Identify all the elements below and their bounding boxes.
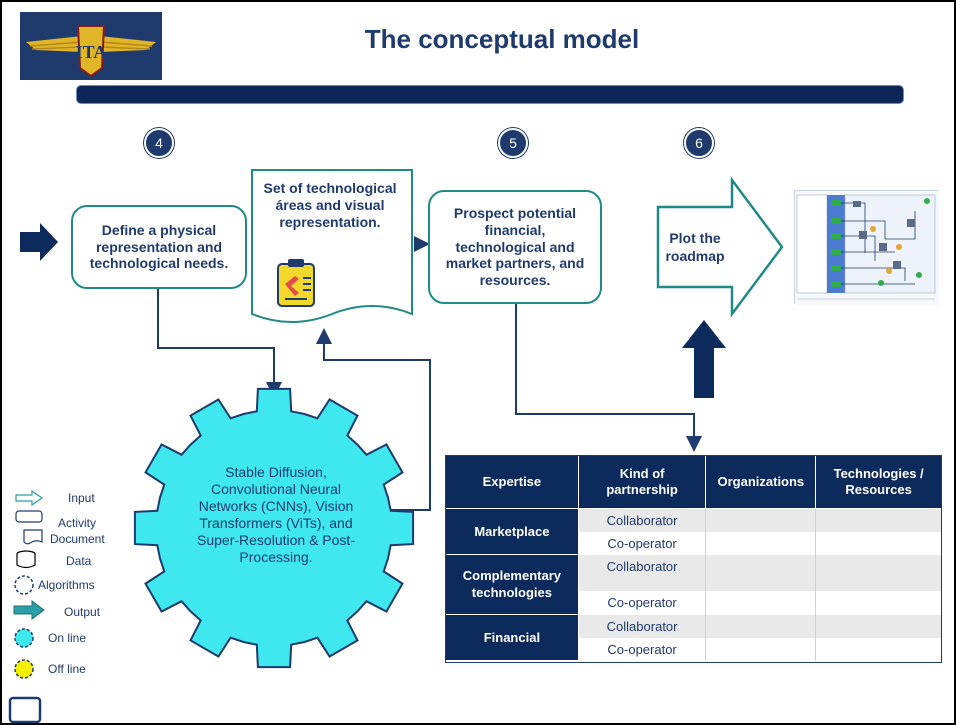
title-divider-bar — [76, 85, 904, 104]
partnership-table: Expertise Kind of partnership Organizati… — [445, 455, 942, 661]
table-cell-kind: Co-operator — [577, 531, 706, 555]
table-cell-kind: Co-operator — [577, 637, 706, 661]
table-row: Financial Collaborator — [445, 614, 942, 661]
roadmap-thumbnail — [794, 190, 939, 305]
table-header-kind: Kind of partnership — [577, 455, 707, 509]
legend-data-icon — [16, 550, 36, 569]
table-header-organizations: Organizations — [705, 455, 817, 509]
table-cell-empty — [815, 590, 942, 615]
legend-input-label: Input — [68, 491, 95, 505]
table-group-marketplace: Marketplace — [445, 508, 579, 555]
legend-activity-icon — [15, 510, 43, 523]
table-cell-kind: Co-operator — [577, 590, 706, 615]
table-row: Co-operator — [446, 531, 942, 555]
svg-text:ITA: ITA — [76, 42, 107, 62]
step-6-badge: 6 — [684, 128, 714, 158]
legend-algorithms-icon — [14, 575, 34, 595]
activity-physical-representation: Define a physical representation and tec… — [71, 205, 247, 289]
legend-offline-icon — [14, 659, 34, 679]
table-cell-kind: Collaborator — [577, 554, 706, 591]
table-row: Complementary technologies Collaborator — [445, 554, 942, 615]
output-arrow-shape — [656, 176, 784, 318]
table-cell-empty — [705, 614, 816, 638]
table-cell-kind: Collaborator — [577, 508, 706, 532]
table-row: Marketplace Collaborator — [445, 508, 942, 555]
table-cell-empty — [815, 508, 942, 532]
step-4-badge: 4 — [144, 128, 174, 158]
table-cell-empty — [815, 554, 942, 591]
table-cell-empty — [815, 531, 942, 555]
table-cell-empty — [815, 637, 942, 661]
legend-online-label: On line — [48, 631, 87, 645]
algorithm-gear-label: Stable Diffusion, Convolutional Neural N… — [197, 464, 355, 566]
table-cell-empty — [815, 614, 942, 638]
legend-empty-box — [8, 696, 42, 724]
document-clipboard-icon — [277, 259, 315, 307]
table-group-financial: Financial — [445, 614, 579, 661]
step-5-badge: 5 — [498, 128, 528, 158]
legend-activity-label: Activity — [58, 516, 97, 530]
legend-offline-label: Off line — [48, 662, 86, 676]
table-header-technologies: Technologies / Resources — [815, 455, 942, 509]
input-arrow-icon — [20, 223, 58, 261]
legend-shapes — [8, 489, 45, 724]
legend-algorithms-label: Algorithms — [38, 578, 95, 592]
up-arrow-icon — [682, 320, 726, 398]
activity-prospect-partners: Prospect potential financial, technologi… — [428, 190, 602, 304]
legend-document-icon — [23, 529, 43, 545]
gear-icon — [133, 387, 415, 669]
legend-output-label: Output — [64, 605, 101, 619]
table-cell-empty — [705, 637, 816, 661]
activity-plot-roadmap: Plot the roadmap — [665, 230, 725, 264]
table-row: Co-operator — [446, 637, 942, 661]
table-header-expertise: Expertise — [445, 455, 579, 509]
legend-online-icon — [14, 628, 34, 648]
document-set-of-areas: Set of technological áreas and visual re… — [263, 180, 397, 230]
legend-document-label: Document — [50, 532, 105, 546]
institution-logo: ITA — [20, 12, 162, 80]
table-cell-empty — [705, 531, 816, 555]
table-row: Co-operator — [446, 590, 942, 615]
legend-output-icon — [13, 600, 45, 620]
page-title: The conceptual model — [364, 24, 640, 54]
table-group-complementary: Complementary technologies — [445, 554, 579, 615]
table-cell-empty — [705, 590, 816, 615]
table-cell-empty — [705, 554, 816, 591]
legend-data-label: Data — [66, 554, 92, 568]
table-cell-empty — [705, 508, 816, 532]
table-cell-kind: Collaborator — [577, 614, 706, 638]
legend-input-icon — [15, 489, 44, 507]
